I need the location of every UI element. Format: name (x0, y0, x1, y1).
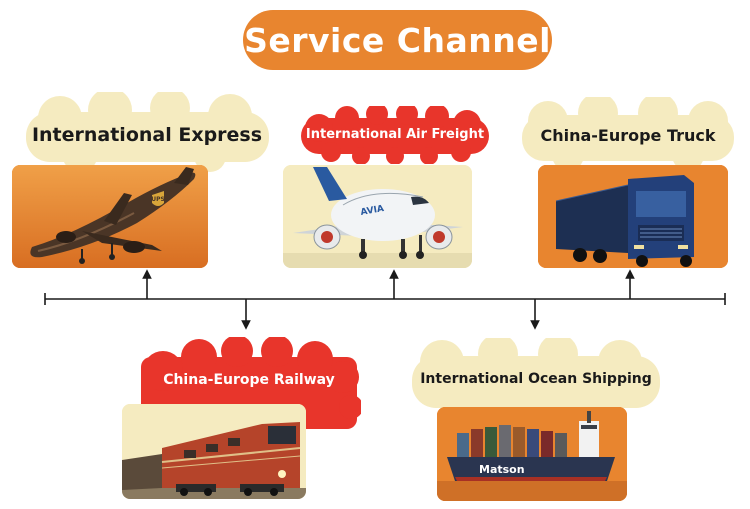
label-china-europe-railway: China-Europe Railway (163, 372, 335, 388)
truck-image (538, 165, 728, 268)
container-ship-image: Matson (437, 407, 627, 501)
plane-livery-text: UPS (151, 196, 165, 203)
card-china-europe-truck (538, 165, 728, 268)
air-freight-plane-image: AVIA (283, 165, 472, 268)
cloud-bubble-truck (522, 97, 734, 171)
airfreight-livery-text: AVIA (360, 204, 385, 218)
cargo-plane-image: UPS (12, 165, 208, 268)
label-international-air-freight: International Air Freight (305, 126, 485, 142)
ship-brand-text: Matson (479, 463, 525, 476)
card-international-air-freight: AVIA (283, 165, 472, 268)
cloud-bubble-air-freight (301, 106, 489, 164)
label-china-europe-truck: China-Europe Truck (540, 125, 716, 145)
label-international-express: International Express (31, 124, 263, 146)
card-china-europe-railway (122, 404, 306, 499)
cloud-bubble-express (26, 92, 269, 172)
locomotive-image (122, 404, 306, 499)
label-international-ocean-shipping: International Ocean Shipping (420, 371, 652, 387)
card-international-ocean-shipping: Matson (437, 407, 627, 501)
card-international-express: UPS (12, 165, 208, 268)
page-title: Service Channel (243, 10, 552, 70)
